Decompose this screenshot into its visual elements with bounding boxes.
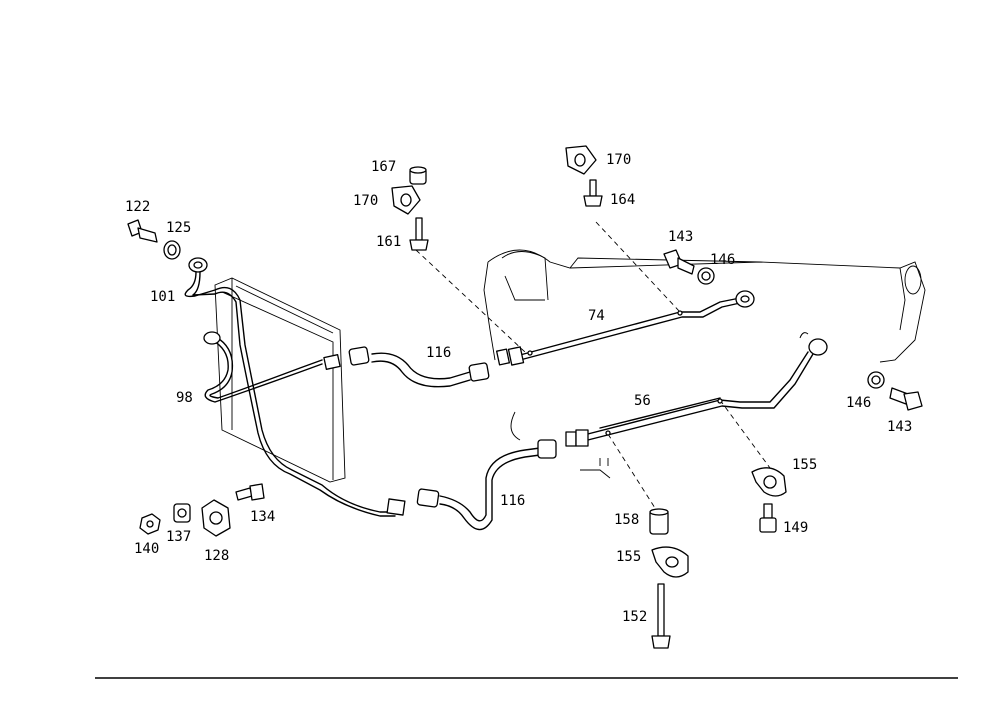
part-125-washer (163, 240, 181, 260)
pipe-98 (203, 331, 323, 403)
part-170-clamp-left (391, 185, 421, 215)
label-143-upper: 143 (668, 229, 693, 245)
part-122-banjo-bolt (127, 219, 158, 243)
label-167: 167 (371, 159, 396, 175)
radiator-outline (214, 277, 346, 483)
part-146-washer-lower (867, 371, 885, 389)
part-134-bolt (235, 483, 265, 501)
label-152: 152 (622, 609, 647, 625)
pipe-116-lower (439, 447, 541, 531)
part-128-clamp (201, 499, 231, 537)
label-98: 98 (176, 390, 193, 406)
label-164: 164 (610, 192, 635, 208)
pipe-101 (184, 257, 396, 517)
part-149-screw (759, 503, 777, 533)
label-143-lower: 143 (887, 419, 912, 435)
part-170-clamp-right (565, 145, 597, 175)
part-143-bolt-lower (889, 387, 923, 411)
part-140-nut (139, 513, 161, 535)
part-152-long-screw (651, 583, 671, 649)
label-128: 128 (204, 548, 229, 564)
label-122: 122 (125, 199, 150, 215)
label-161: 161 (376, 234, 401, 250)
label-158: 158 (614, 512, 639, 528)
part-164-screw (583, 179, 603, 207)
pipe-56 (579, 332, 828, 443)
part-167-sleeve (409, 166, 427, 185)
pipe-fittings (323, 346, 589, 516)
label-125: 125 (166, 220, 191, 236)
part-146-washer-upper (697, 267, 715, 285)
label-137: 137 (166, 529, 191, 545)
label-170-right: 170 (606, 152, 631, 168)
label-140: 140 (134, 541, 159, 557)
label-74: 74 (588, 308, 605, 324)
part-155-clamp-right (751, 467, 787, 497)
label-56: 56 (634, 393, 651, 409)
part-155-clamp-lower (651, 546, 689, 578)
part-137-bushing (173, 503, 191, 523)
part-161-screw (409, 217, 429, 251)
label-146-lower: 146 (846, 395, 871, 411)
label-155-lower: 155 (616, 549, 641, 565)
label-155-right: 155 (792, 457, 817, 473)
leader-lines (415, 221, 771, 509)
transmission-outline (483, 249, 926, 479)
label-116-upper: 116 (426, 345, 451, 361)
callout-labels: 122 125 101 98 167 170 161 170 164 143 1… (125, 152, 912, 625)
part-158-sleeve (649, 508, 669, 535)
part-143-bolt-upper (663, 249, 695, 275)
label-170-left: 170 (353, 193, 378, 209)
pipe-116-upper (371, 352, 471, 388)
label-116-lower: 116 (500, 493, 525, 509)
label-149: 149 (783, 520, 808, 536)
label-134: 134 (250, 509, 275, 525)
label-101: 101 (150, 289, 175, 305)
label-146-upper: 146 (710, 252, 735, 268)
pipe-74 (519, 290, 755, 361)
